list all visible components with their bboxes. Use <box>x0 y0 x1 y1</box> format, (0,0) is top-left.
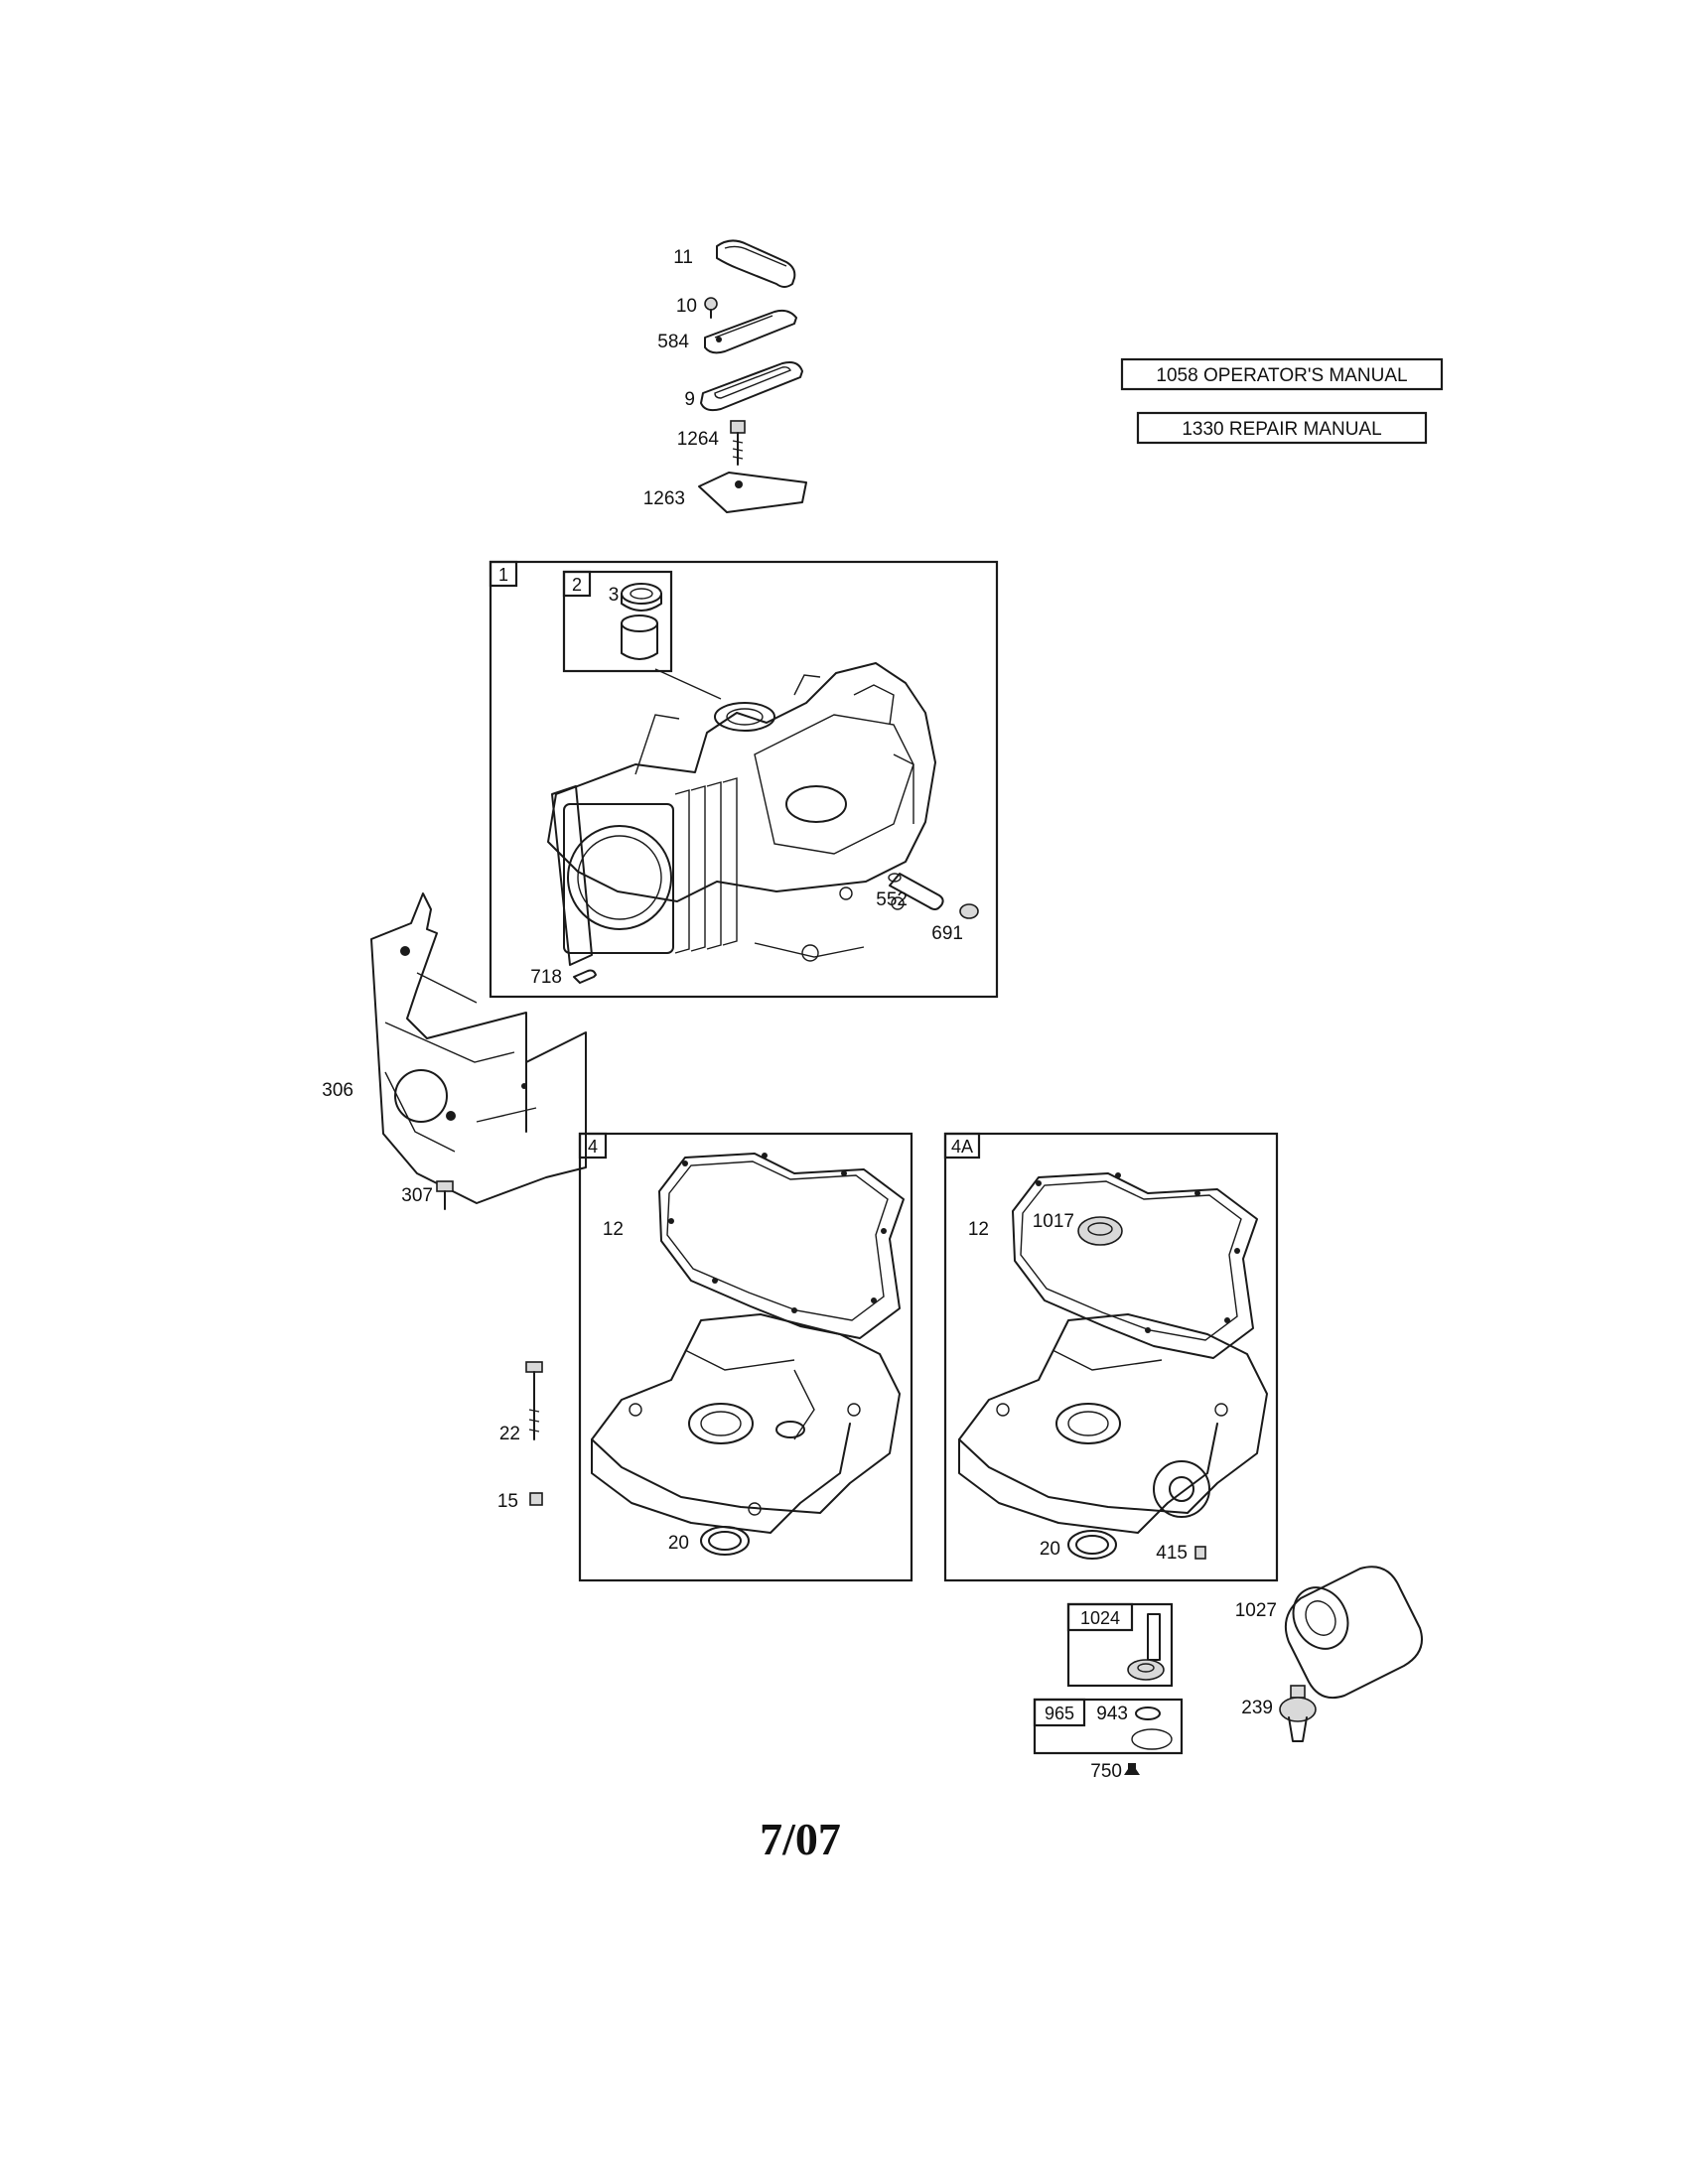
breather-tube-icon <box>716 239 796 288</box>
part-label-943: 943 <box>1096 1704 1128 1724</box>
o-ring-943-icon <box>1135 1706 1161 1720</box>
repair-manual-box: 1330 REPAIR MANUAL <box>1136 411 1428 445</box>
dowel-pin-552-icon <box>888 873 944 910</box>
sump-left-icon <box>591 1313 901 1534</box>
part-label-718: 718 <box>530 967 562 988</box>
box-label-965: 965 <box>1045 1704 1074 1723</box>
part-label-307: 307 <box>401 1185 433 1206</box>
oil-seal-20-left-icon <box>700 1526 750 1556</box>
pressure-switch-icon <box>1279 1685 1317 1742</box>
screw-307-icon <box>436 1180 454 1210</box>
sump-box-4a: 4A 12 1017 <box>943 1132 1279 1582</box>
cylinder-sleeve-icon <box>621 614 658 660</box>
part-label-15: 15 <box>497 1491 518 1512</box>
plug-691-icon <box>959 903 979 919</box>
shield-306-icon <box>370 892 587 1204</box>
part-label-22: 22 <box>499 1424 520 1444</box>
sump-box-4: 4 12 <box>578 1132 913 1582</box>
part-label-415: 415 <box>1156 1543 1188 1564</box>
part-label-1017: 1017 <box>1033 1211 1074 1232</box>
repair-manual-label: 1330 REPAIR MANUAL <box>1182 419 1381 440</box>
part-label-20-right: 20 <box>1040 1539 1060 1560</box>
breather-cover-icon <box>704 309 797 354</box>
engine-block-icon <box>547 662 936 966</box>
part-label-239: 239 <box>1241 1698 1273 1718</box>
box-label-4: 4 <box>588 1137 598 1157</box>
part-label-11: 11 <box>673 247 693 268</box>
screw-750-icon <box>1124 1763 1140 1775</box>
kit-1024-box: 1024 <box>1066 1602 1174 1688</box>
sump-right-icon <box>958 1313 1268 1534</box>
part-label-1027: 1027 <box>1235 1600 1277 1621</box>
part-label-10: 10 <box>676 296 697 317</box>
plate-1263-icon <box>698 472 807 513</box>
oil-seal-20-right-icon <box>1067 1530 1117 1560</box>
part-label-1263: 1263 <box>643 488 685 509</box>
part-label-306: 306 <box>322 1080 353 1101</box>
sump-gasket-right-icon <box>1012 1172 1258 1359</box>
cover-1017-icon <box>1077 1216 1123 1246</box>
oil-pump-icon <box>1127 1613 1165 1681</box>
oil-filter-icon <box>1285 1566 1423 1700</box>
part-label-20-left: 20 <box>668 1533 689 1554</box>
box-label-1: 1 <box>498 565 508 585</box>
bolt-1264-icon <box>730 420 746 466</box>
part-label-9: 9 <box>684 389 695 410</box>
nut-15-icon <box>529 1492 543 1506</box>
part-label-12-left: 12 <box>603 1219 624 1240</box>
box-label-1024: 1024 <box>1080 1608 1120 1628</box>
part-label-691: 691 <box>931 923 963 944</box>
box-label-4a: 4A <box>951 1137 973 1157</box>
breather-gasket-icon <box>700 361 803 412</box>
part-label-3: 3 <box>609 585 620 606</box>
part-label-12-right: 12 <box>968 1219 989 1240</box>
cylinder-assembly-box: 1 2 3 <box>489 560 999 999</box>
plug-415-icon <box>1194 1546 1206 1560</box>
box-label-2: 2 <box>572 575 582 595</box>
operators-manual-label: 1058 OPERATOR'S MANUAL <box>1156 365 1407 386</box>
pin-718-icon <box>573 969 597 984</box>
part-label-1264: 1264 <box>677 429 720 450</box>
sump-gasket-left-icon <box>658 1153 905 1339</box>
operators-manual-box: 1058 OPERATOR'S MANUAL <box>1120 357 1444 391</box>
part-label-584: 584 <box>657 332 689 352</box>
bearing-seal-icon <box>621 583 662 612</box>
kit-965-box: 965 943 <box>1033 1698 1184 1755</box>
screw-10-icon <box>704 297 718 319</box>
part-label-552: 552 <box>876 889 908 910</box>
bolt-22-icon <box>525 1361 543 1440</box>
part-label-750: 750 <box>1090 1761 1122 1782</box>
gasket-disc-icon <box>1131 1728 1173 1750</box>
revision-date: 7/07 <box>760 1814 841 1864</box>
